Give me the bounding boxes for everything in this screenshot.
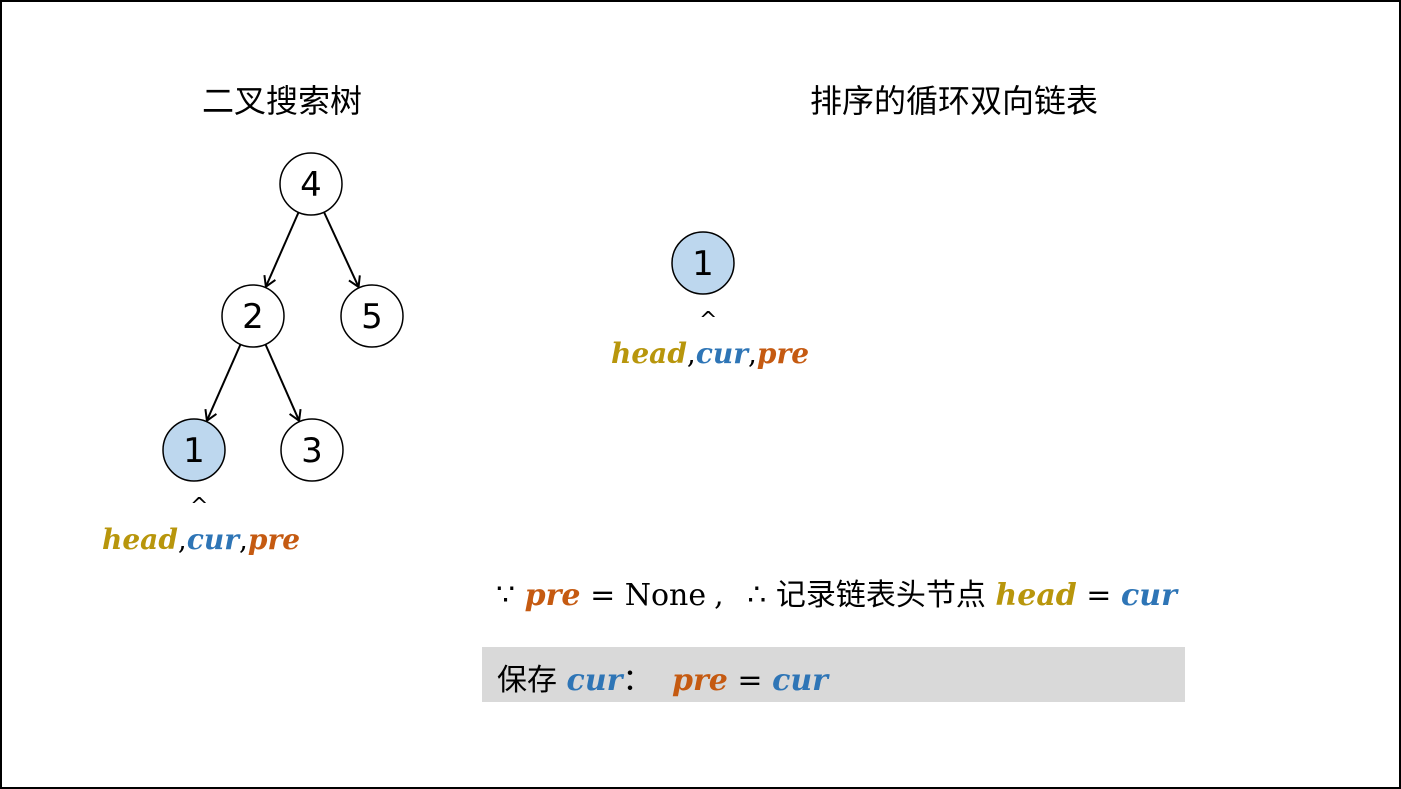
because-symbol: ∵ [496, 578, 516, 613]
cur-label: cur [186, 523, 239, 556]
cur-var: cur [1120, 578, 1177, 613]
comma: , [238, 523, 248, 556]
pre-var: pre [671, 663, 728, 698]
head-var: head [995, 578, 1077, 613]
tree-nodes: 4 2 5 1 3 [162, 152, 404, 482]
node-circle [279, 152, 343, 216]
list-nodes: 1 [671, 231, 735, 295]
node-n2: 2 [221, 284, 285, 348]
node-l1: 1 [671, 231, 735, 295]
head-label: head [102, 523, 178, 556]
save-label: 保存 [497, 663, 557, 698]
comma: , [747, 337, 757, 370]
pre-var: pre [524, 578, 581, 613]
tree-edge-n2-n3 [264, 343, 302, 423]
node-label: 2 [242, 297, 264, 337]
tree-edge-n4-n2 [263, 211, 300, 289]
node-circle [221, 284, 285, 348]
node-label: 1 [692, 244, 714, 284]
comma: , [177, 523, 187, 556]
node-n4: 4 [279, 152, 343, 216]
node-circle [162, 418, 226, 482]
separator: , [714, 578, 724, 613]
node-circle [671, 231, 735, 295]
therefore-symbol: ∴ [747, 578, 767, 613]
cur-var: cur [772, 663, 828, 698]
node-label: 1 [183, 431, 205, 471]
pre-label: pre [756, 337, 810, 370]
save-step-line: 保存 cur： pre = cur [497, 655, 828, 699]
list-pointer-labels: head,cur,pre [611, 337, 809, 370]
head-label: head [611, 337, 687, 370]
node-n1: 1 [162, 418, 226, 482]
list-pointer-caret: ^ [699, 308, 718, 333]
tree-edge-n4-n5 [323, 211, 361, 289]
tree-pointer-caret: ^ [190, 494, 209, 519]
none-value: None [624, 578, 707, 613]
cur-var: cur [566, 663, 623, 698]
equals-sign: = [1086, 578, 1112, 613]
tree-edges [204, 211, 361, 423]
tree-pointer-labels: head,cur,pre [102, 523, 300, 556]
pre-label: pre [247, 523, 301, 556]
tree-edge-n2-n1 [204, 343, 242, 423]
node-label: 5 [361, 297, 383, 337]
node-n3: 3 [280, 418, 344, 482]
tree-title: 二叉搜索树 [202, 82, 363, 120]
node-label: 4 [300, 165, 322, 205]
equals-sign: = [737, 663, 763, 698]
save-step-box [482, 647, 1185, 702]
condition-line: ∵ pre = None, ∴ 记录链表头节点 head = cur [496, 570, 1177, 614]
comma: , [686, 337, 696, 370]
condition-text: 记录链表头节点 [775, 578, 986, 613]
node-label: 3 [301, 431, 323, 471]
node-circle [280, 418, 344, 482]
node-n5: 5 [340, 284, 404, 348]
equals-sign: = [590, 578, 616, 613]
node-circle [340, 284, 404, 348]
cur-label: cur [695, 337, 748, 370]
list-title: 排序的循环双向链表 [810, 82, 1099, 120]
colon: ： [622, 663, 653, 698]
